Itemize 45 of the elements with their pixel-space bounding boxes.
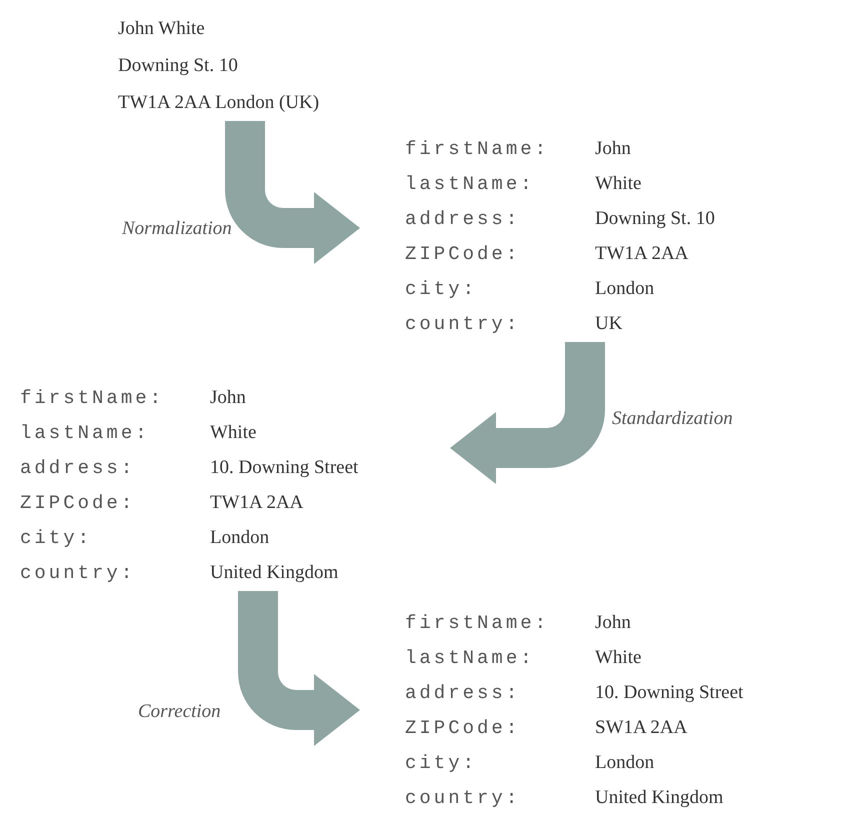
edge-label: Standardization bbox=[612, 407, 733, 431]
field-name: lastName: bbox=[20, 421, 151, 446]
field-value: John bbox=[595, 611, 631, 636]
address-line: Downing St. 10 bbox=[118, 54, 239, 78]
field-value: United Kingdom bbox=[210, 561, 338, 586]
field-value: London bbox=[595, 277, 654, 302]
field-name: ZIPCode: bbox=[405, 716, 522, 742]
field-value: John bbox=[595, 137, 631, 162]
field-name: ZIPCode: bbox=[20, 491, 136, 516]
edge-label: Correction bbox=[138, 700, 221, 724]
curved-block-arrow bbox=[450, 342, 605, 484]
field-value: White bbox=[210, 421, 256, 446]
field-name: firstName: bbox=[405, 611, 550, 636]
field-value: United Kingdom bbox=[595, 786, 724, 810]
field-value: White bbox=[595, 172, 642, 196]
curved-block-arrow bbox=[225, 121, 360, 264]
curved-block-arrow bbox=[238, 591, 360, 746]
field-name: address: bbox=[405, 681, 522, 706]
field-name: lastName: bbox=[405, 172, 536, 198]
field-name: country: bbox=[405, 786, 522, 812]
field-name: city: bbox=[405, 751, 478, 776]
field-value: White bbox=[595, 646, 642, 670]
field-value: Downing St. 10 bbox=[595, 207, 715, 232]
edge-label: Normalization bbox=[122, 217, 232, 241]
field-name: country: bbox=[405, 312, 522, 338]
field-name: address: bbox=[405, 207, 522, 232]
field-name: lastName: bbox=[405, 646, 536, 672]
field-name: firstName: bbox=[405, 137, 550, 162]
field-value: 10. Downing Street bbox=[595, 681, 744, 706]
field-value: TW1A 2AA bbox=[210, 491, 304, 516]
field-name: country: bbox=[20, 561, 136, 586]
field-value: UK bbox=[595, 312, 622, 336]
field-value: TW1A 2AA bbox=[595, 242, 688, 266]
field-value: London bbox=[210, 526, 270, 550]
address-line: TW1A 2AA London (UK) bbox=[118, 91, 320, 115]
field-value: John bbox=[210, 386, 246, 410]
field-value: 10. Downing Street bbox=[210, 456, 358, 480]
field-name: firstName: bbox=[20, 386, 166, 412]
field-name: city: bbox=[20, 526, 94, 552]
address-line: John White bbox=[118, 17, 206, 41]
field-name: ZIPCode: bbox=[405, 242, 522, 268]
field-name: address: bbox=[20, 456, 136, 482]
field-value: London bbox=[595, 751, 654, 776]
field-name: city: bbox=[405, 277, 478, 302]
field-value: SW1A 2AA bbox=[595, 716, 688, 740]
